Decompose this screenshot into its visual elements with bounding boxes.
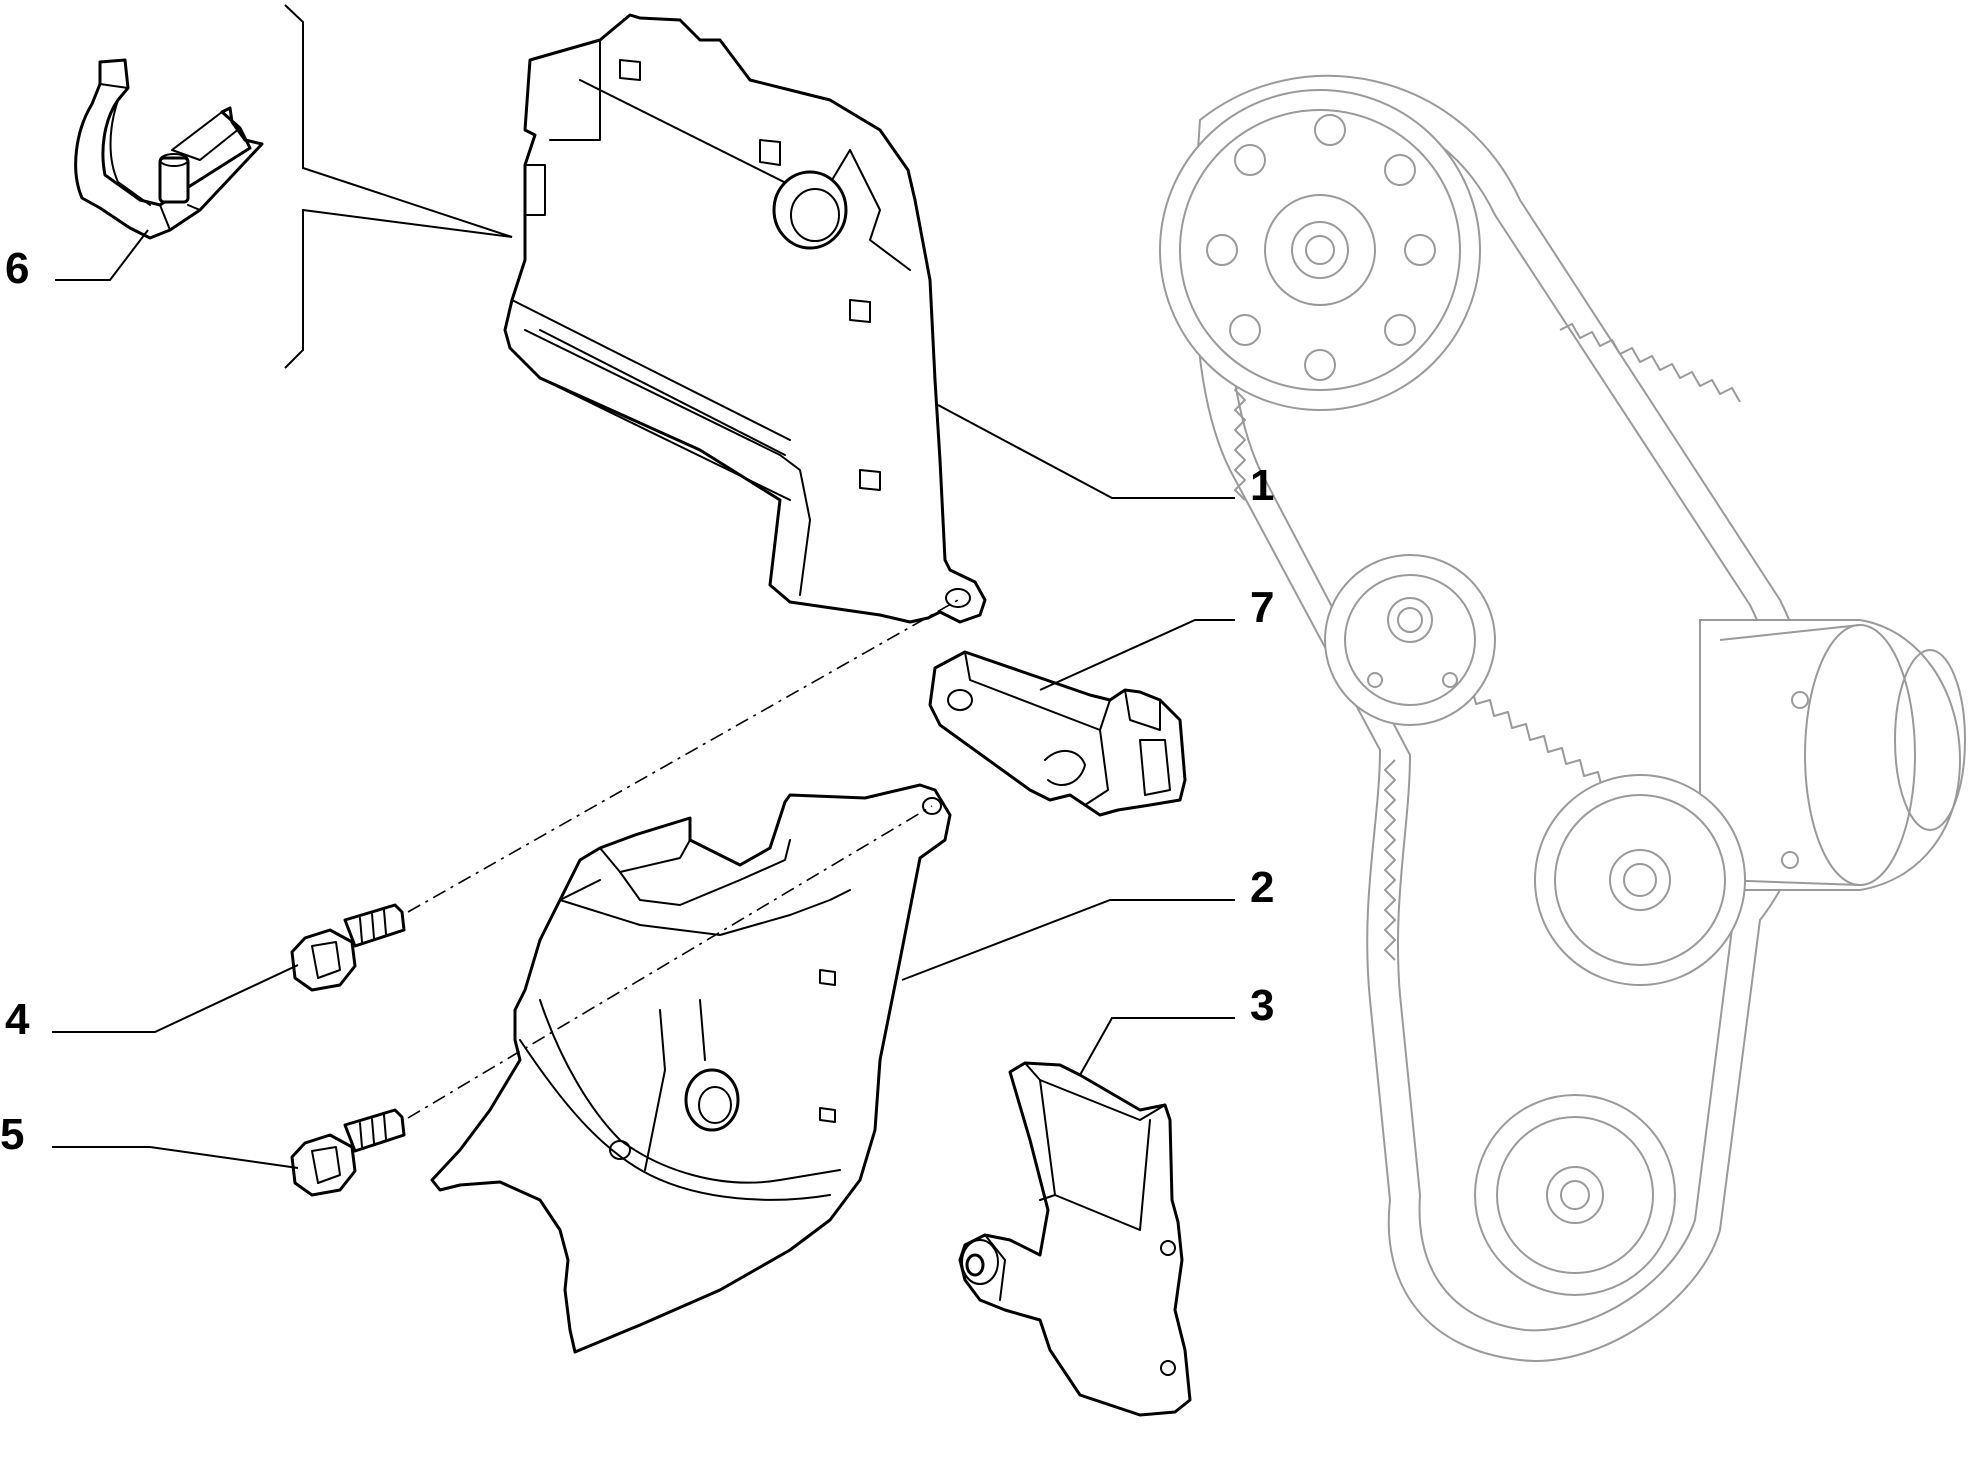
part-4-bolt	[290, 903, 406, 992]
part-7-bracket	[928, 650, 1187, 817]
alignment-lines	[407, 599, 959, 1119]
leader-lines	[52, 229, 1235, 1169]
callout-7: 7	[1250, 583, 1274, 632]
callout-1: 1	[1250, 461, 1274, 510]
callout-2: 2	[1250, 863, 1274, 912]
part-2-lower-cover	[430, 783, 952, 1354]
assembly-bracket	[284, 4, 513, 369]
callout-6: 6	[5, 244, 29, 293]
part-6-clip	[74, 58, 264, 240]
part-5-bolt	[290, 1108, 406, 1197]
timing-belt-assembly-ghost	[1159, 74, 1966, 1362]
part-3-plate	[958, 1061, 1192, 1417]
callout-5: 5	[0, 1110, 24, 1159]
callout-3: 3	[1250, 981, 1274, 1030]
part-1-upper-cover	[503, 13, 987, 624]
callout-4: 4	[5, 995, 30, 1044]
